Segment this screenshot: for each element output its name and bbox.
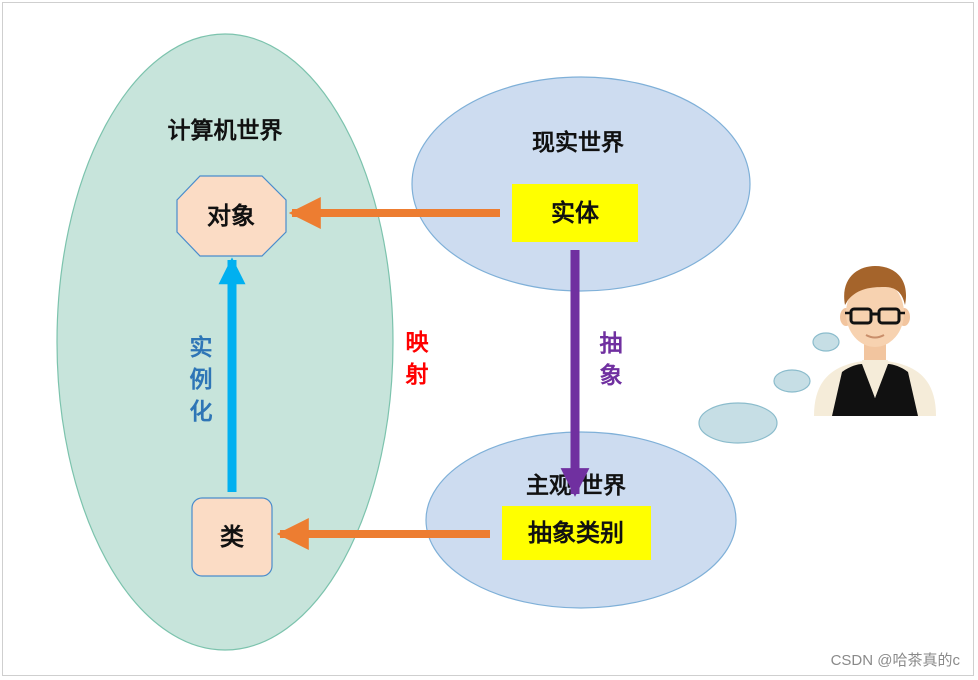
real-world-title: 现实世界 (532, 129, 624, 156)
computer-world-ellipse (56, 33, 394, 651)
svg-text:例: 例 (190, 367, 213, 393)
svg-text:映: 映 (406, 330, 430, 356)
abstract-class-box (502, 506, 651, 560)
abstract-class-label: 抽象类别 (528, 519, 624, 547)
thought-bubble-icon (698, 332, 840, 444)
svg-text:象: 象 (600, 362, 623, 389)
class-label: 类 (220, 523, 245, 551)
instantiate-label: 实 例 化 (190, 334, 213, 425)
svg-text:实: 实 (190, 334, 213, 361)
object-node (176, 175, 287, 257)
entity-label: 实体 (551, 199, 600, 227)
entity-box (512, 184, 638, 242)
object-label: 对象 (207, 202, 255, 230)
class-node (191, 497, 273, 577)
person-with-glasses-icon (814, 266, 936, 416)
watermark: CSDN @哈茶真的c (830, 652, 960, 669)
computer-world-title: 计算机世界 (168, 117, 283, 144)
abstract-label: 抽 象 (600, 331, 623, 389)
svg-text:化: 化 (190, 398, 213, 425)
svg-text:抽: 抽 (600, 331, 623, 357)
mapping-label: 映 射 (405, 330, 430, 388)
svg-text:射: 射 (405, 361, 429, 388)
